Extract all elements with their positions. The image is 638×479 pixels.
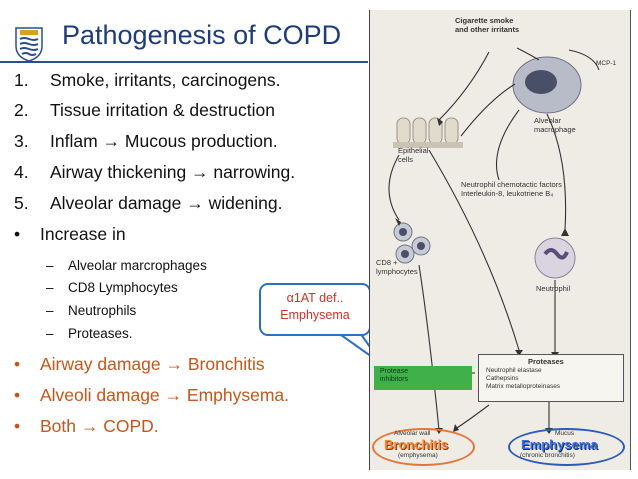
list-text: Smoke, irritants, carcinogens. — [50, 70, 281, 90]
arrow-right-icon: → — [165, 354, 183, 374]
sub-item-4: –Proteases. — [46, 326, 133, 341]
figure-label-chemotactic: Neutrophil chemotactic factors Interleuk… — [461, 180, 562, 198]
bronchitis-label: Bronchitis — [384, 437, 449, 452]
arrow-right-icon: → — [80, 416, 99, 436]
sub-text: Neutrophils — [68, 303, 137, 318]
bullet: • — [14, 224, 21, 244]
list-number: 2. — [14, 100, 29, 120]
bullet: • — [14, 385, 21, 405]
arrow-right-icon: → — [164, 385, 183, 405]
dash: – — [46, 303, 54, 318]
sub-item-2: –CD8 Lymphocytes — [46, 280, 178, 295]
sub-text: CD8 Lymphocytes — [68, 280, 178, 295]
dash: – — [46, 258, 54, 273]
list-text: widening. — [203, 193, 283, 213]
list-number: 1. — [14, 70, 29, 90]
outcome-item-2: • Alveoli damage → Emphysema. — [14, 385, 289, 406]
list-text: Airway thickening — [50, 162, 192, 182]
figure-label-mucus: Mucus — [555, 430, 575, 437]
list-item-increase: • Increase in — [14, 224, 126, 245]
list-item-4: 4. Airway thickening → narrowing. — [14, 162, 295, 183]
protease-inhibitors-box — [374, 366, 472, 390]
callout-bubble — [259, 283, 371, 336]
list-item-1: 1. Smoke, irritants, carcinogens. — [14, 70, 281, 91]
figure-label-bronchitis-paren: (chronic bronchitis) — [520, 452, 575, 459]
callout-text: α1AT def.. Emphysema — [259, 290, 371, 324]
callout-line-2: Emphysema — [280, 308, 350, 322]
figure-label-macrophage: Alveolar macrophage — [534, 116, 576, 134]
list-text: narrowing. — [208, 162, 296, 182]
outcome-text: Bronchitis — [182, 354, 265, 374]
proteases-title: Proteases — [528, 357, 564, 366]
figure-label-alveolar-wall: Alveolar wall — [394, 430, 431, 437]
list-text: Tissue irritation & destruction — [50, 100, 275, 120]
arrow-right-icon: → — [102, 131, 121, 151]
figure-artwork — [388, 47, 600, 434]
list-text: Increase in — [40, 224, 126, 244]
proteases-list: Neutrophil elastase Cathepsins Matrix me… — [486, 367, 561, 390]
list-text: Inflam — [50, 131, 103, 151]
callout-line-1: α1AT def.. — [286, 291, 344, 305]
arrow-right-icon: → — [186, 193, 204, 213]
outcome-text: Both — [40, 416, 81, 436]
university-crest-icon — [15, 27, 43, 62]
sub-text: Alveolar marcrophages — [68, 258, 207, 273]
outcome-item-1: • Airway damage → Bronchitis — [14, 354, 265, 375]
list-number: 3. — [14, 131, 29, 151]
sub-item-1: –Alveolar marcrophages — [46, 258, 207, 273]
sub-item-3: –Neutrophils — [46, 303, 136, 318]
figure-label-neutrophil: Neutrophil — [536, 284, 571, 293]
list-text: Alveolar damage — [50, 193, 187, 213]
bullet: • — [14, 354, 21, 374]
page-title: Pathogenesis of COPD — [62, 20, 342, 50]
list-item-2: 2. Tissue irritation & destruction — [14, 100, 275, 121]
arrow-right-icon: → — [191, 162, 209, 182]
emphysema-label: Emphysema — [521, 437, 598, 452]
figure-label-inhibitors: Protease inhibitors — [380, 368, 409, 383]
dash: – — [46, 280, 54, 295]
emphysema-oval — [508, 428, 625, 466]
list-item-5: 5. Alveolar damage → widening. — [14, 193, 283, 214]
outcome-text: Airway damage — [40, 354, 166, 374]
list-number: 4. — [14, 162, 29, 182]
list-text: Mucous production. — [120, 131, 278, 151]
list-item-3: 3. Inflam → Mucous production. — [14, 131, 278, 152]
outcome-text: Alveoli damage — [40, 385, 165, 405]
figure-label-smoke: Cigarette smoke and other irritants — [455, 16, 520, 34]
outcome-text: Emphysema. — [182, 385, 290, 405]
figure-label-mcp: MCP-1 — [596, 60, 617, 67]
proteases-box — [478, 354, 624, 402]
figure-label-epithelial: Epithelial cells — [398, 146, 429, 164]
figure-label-cd8: CD8 + lymphocytes — [376, 258, 418, 276]
figure-label-emphysema-paren: (emphysema) — [398, 452, 438, 459]
list-number: 5. — [14, 193, 29, 213]
title-divider — [0, 61, 368, 63]
dash: – — [46, 326, 54, 341]
bronchitis-oval — [372, 428, 475, 466]
sub-text: Proteases. — [68, 326, 133, 341]
bullet: • — [14, 416, 21, 436]
outcome-text: COPD. — [98, 416, 159, 436]
outcome-item-3: • Both → COPD. — [14, 416, 159, 437]
